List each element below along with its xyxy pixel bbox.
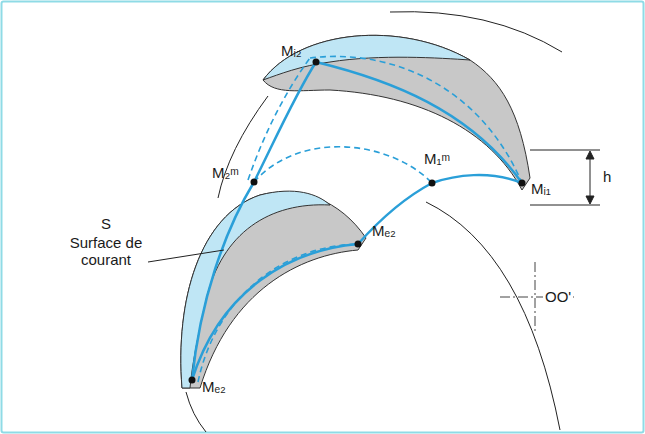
point-label: Mₑ₂ <box>202 378 226 395</box>
dimension-label: h <box>603 168 611 185</box>
axis-label: OO' <box>543 288 573 305</box>
point-label: M₂ᵐ <box>212 164 239 181</box>
surface-label: Surface de courant <box>64 234 148 268</box>
point-label: Mᵢ₁ <box>531 180 551 197</box>
point-label: Mₑ₂ <box>372 222 396 239</box>
surface-symbol: S <box>101 215 111 232</box>
point-label: M₁ᵐ <box>424 150 450 167</box>
point-label: Mᵢ₂ <box>281 42 302 59</box>
